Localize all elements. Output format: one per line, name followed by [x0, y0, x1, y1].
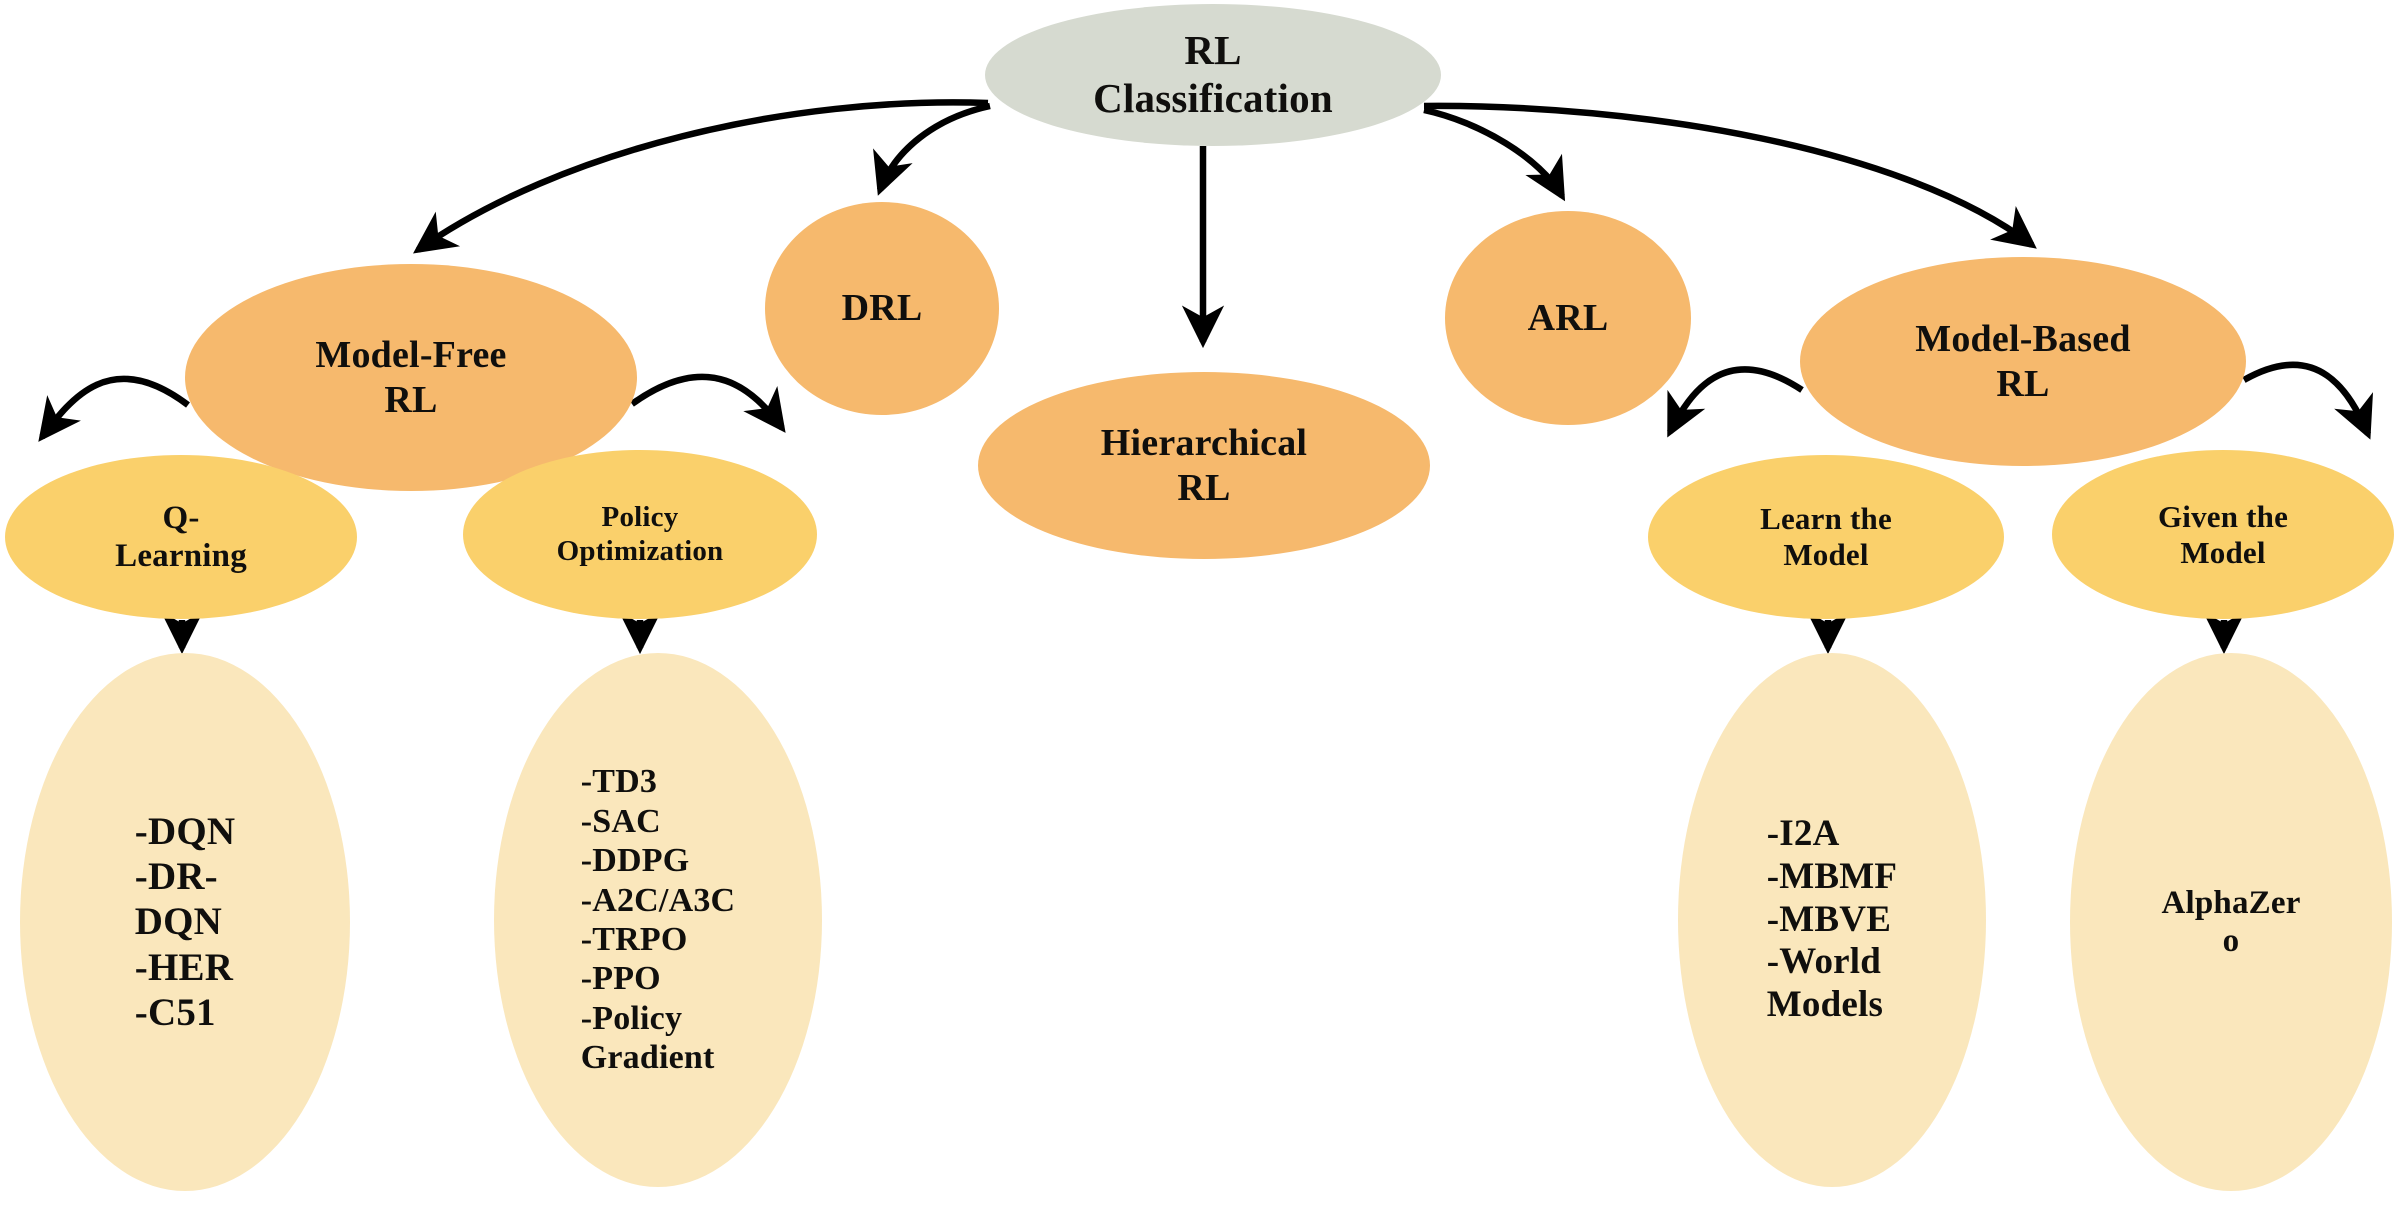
node-given-the-model-methods[interactable]: AlphaZer o — [2070, 653, 2392, 1191]
edge-model-free-to-q-learning — [38, 375, 190, 442]
node-model-based-rl[interactable]: Model-Based RL — [1800, 257, 2246, 466]
node-policy-optimization[interactable]: Policy Optimization — [463, 450, 817, 619]
node-label: -DQN -DR- DQN -HER -C51 — [134, 809, 236, 1034]
node-label: ARL — [1527, 296, 1609, 339]
node-label: -TD3 -SAC -DDPG -A2C/A3C -TRPO -PPO -Pol… — [580, 763, 736, 1077]
node-rl-classification[interactable]: RL Classification — [985, 4, 1441, 146]
node-policy-optimization-methods[interactable]: -TD3 -SAC -DDPG -A2C/A3C -TRPO -PPO -Pol… — [494, 653, 822, 1187]
node-given-the-model[interactable]: Given the Model — [2052, 450, 2394, 619]
node-drl[interactable]: DRL — [765, 202, 999, 415]
node-arl[interactable]: ARL — [1445, 211, 1691, 425]
edge-model-based-to-learn-model — [1667, 366, 1804, 438]
node-model-free-rl[interactable]: Model-Free RL — [185, 264, 637, 491]
node-learn-the-model-methods[interactable]: -I2A -MBMF -MBVE -World Models — [1678, 653, 1986, 1187]
edge-root-to-arl — [1423, 106, 1566, 202]
edge-root-to-drl — [873, 102, 991, 196]
edge-model-based-to-given-model — [2242, 361, 2374, 440]
node-label: -I2A -MBMF -MBVE -World Models — [1766, 812, 1898, 1026]
node-label: AlphaZer o — [2161, 884, 2301, 959]
node-label: Learn the Model — [1760, 501, 1892, 572]
node-q-learning[interactable]: Q- Learning — [5, 455, 357, 619]
edge-model-free-to-policy-optimization — [630, 373, 786, 433]
node-learn-the-model[interactable]: Learn the Model — [1648, 455, 2004, 619]
node-label: RL Classification — [1093, 27, 1333, 121]
node-label: Model-Free RL — [315, 334, 507, 421]
node-label: DRL — [841, 287, 923, 330]
node-label: Hierarchical RL — [1100, 422, 1308, 509]
node-label: Model-Based RL — [1915, 318, 2131, 405]
node-label: Policy Optimization — [556, 500, 724, 567]
node-label: Given the Model — [2157, 498, 2289, 570]
node-hierarchical-rl[interactable]: Hierarchical RL — [978, 372, 1430, 559]
node-q-learning-methods[interactable]: -DQN -DR- DQN -HER -C51 — [20, 653, 350, 1191]
node-label: Q- Learning — [115, 499, 247, 574]
